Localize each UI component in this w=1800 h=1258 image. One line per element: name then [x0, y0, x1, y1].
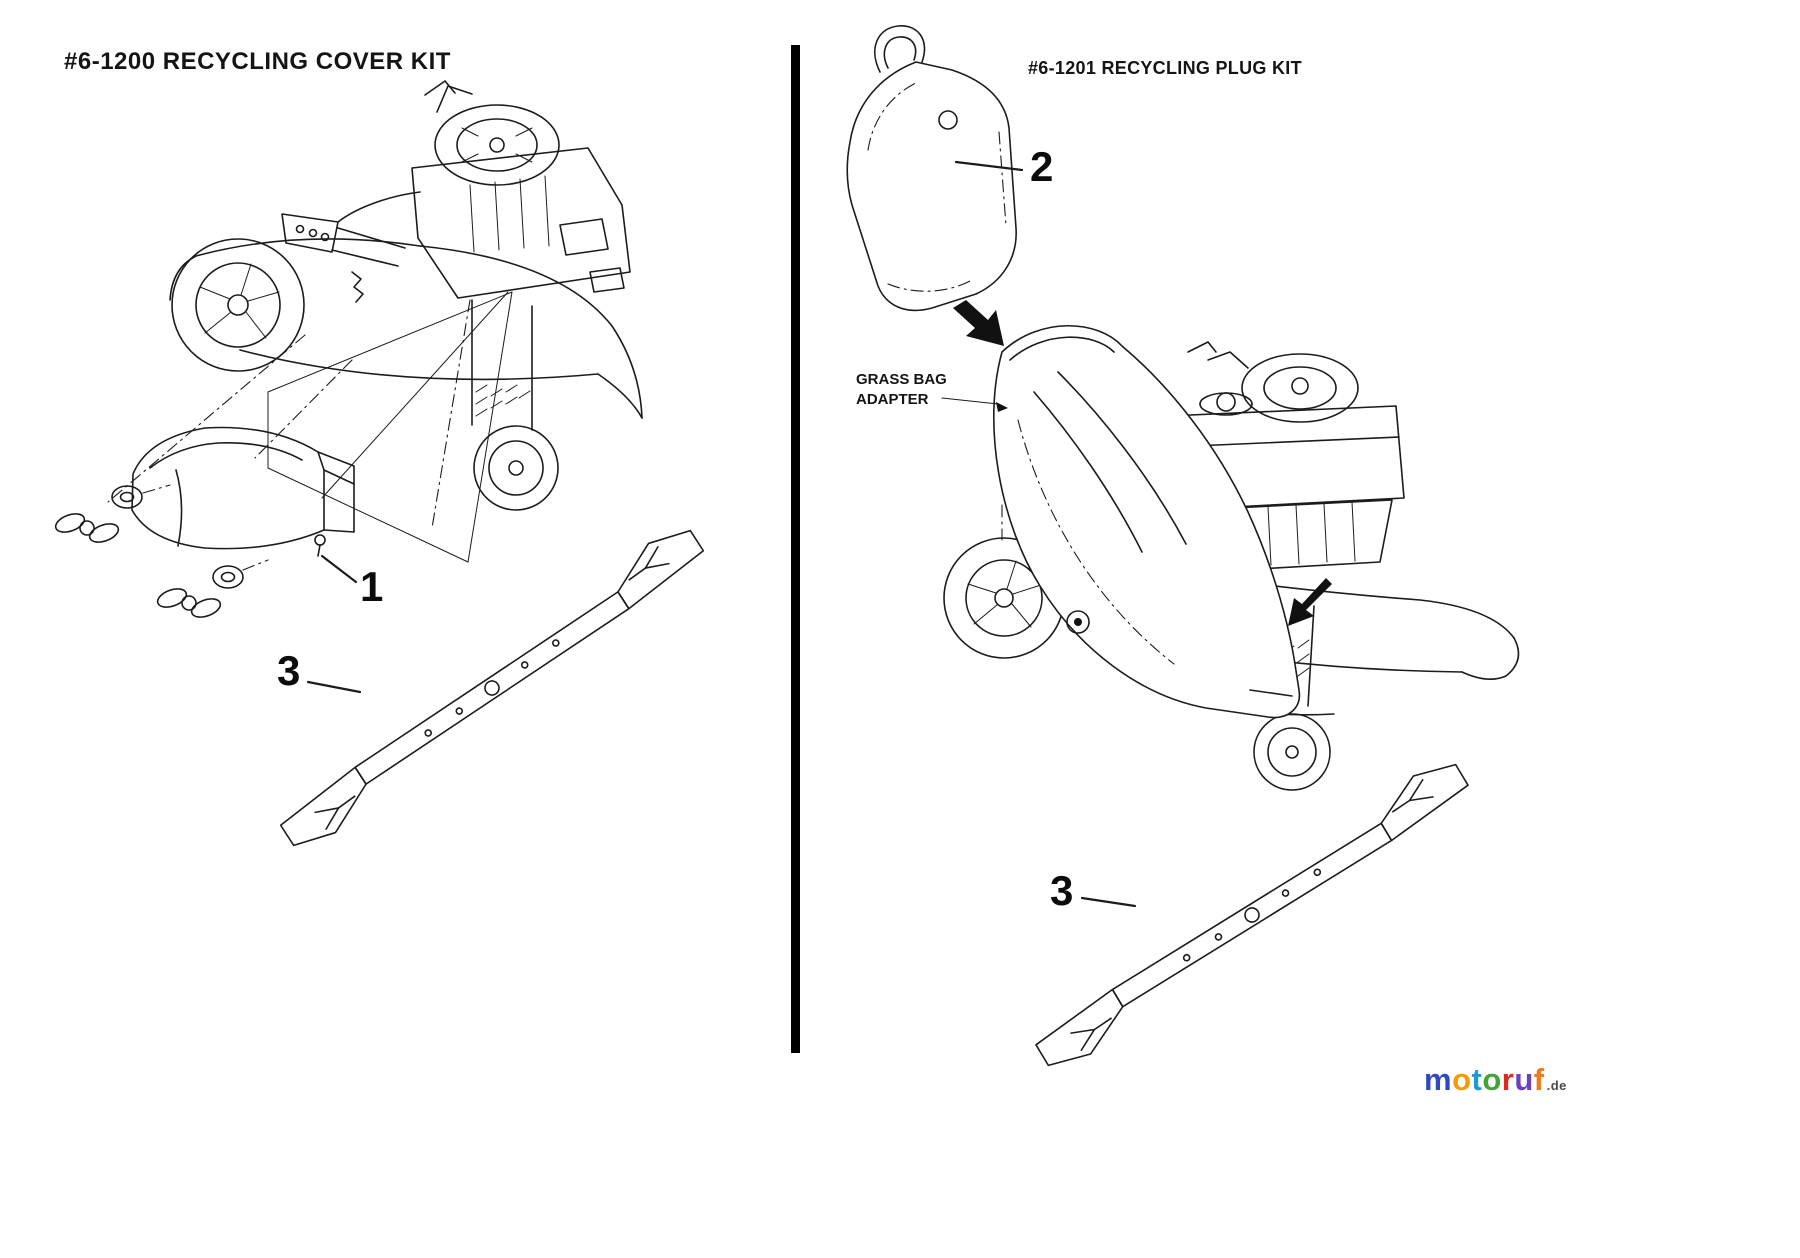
right-panel-title: #6-1201 RECYCLING PLUG KIT [1028, 58, 1302, 78]
grass-bag-adapter-label-line1: GRASS BAG [856, 371, 947, 388]
logo-letter: r [1501, 1062, 1515, 1097]
callout-leader-lines-right [941, 160, 1137, 908]
down-arrow [953, 300, 1004, 346]
mower-illustration-left [169, 80, 643, 511]
left-panel-title: #6-1200 RECYCLING COVER KIT [64, 48, 451, 75]
grass-bag-adapter-label: GRASS BAG ADAPTER [856, 370, 947, 409]
blade-illustration-right [1016, 753, 1488, 1077]
recycling-plug-illustration [846, 25, 1017, 312]
callout-number-blade-left: 3 [277, 647, 301, 694]
panel-divider [791, 45, 800, 1053]
grass-bag-adapter-illustration [993, 325, 1301, 719]
callout-number-cover: 1 [360, 563, 384, 610]
assembly-alignment-lines-left [107, 291, 513, 563]
logo-letter: m [1424, 1062, 1453, 1097]
logo-letter: t [1471, 1062, 1483, 1097]
blade-illustration-left [260, 519, 724, 857]
recycling-cover-illustration [131, 426, 355, 557]
wing-nuts-and-washers [54, 484, 269, 618]
callout-leader-lines-left [306, 554, 362, 694]
callout-number-blade-right: 3 [1050, 867, 1074, 914]
logo-letter: o [1452, 1062, 1472, 1097]
logo-letter: f [1533, 1062, 1545, 1097]
callout-number-plug: 2 [1030, 143, 1054, 190]
logo-suffix: .de [1546, 1078, 1567, 1093]
grass-bag-adapter-label-line2: ADAPTER [856, 390, 929, 408]
logo-letter: u [1514, 1062, 1534, 1097]
logo-letter: o [1482, 1062, 1502, 1097]
motoruf-logo[interactable]: motoruf.de [1424, 1062, 1567, 1098]
